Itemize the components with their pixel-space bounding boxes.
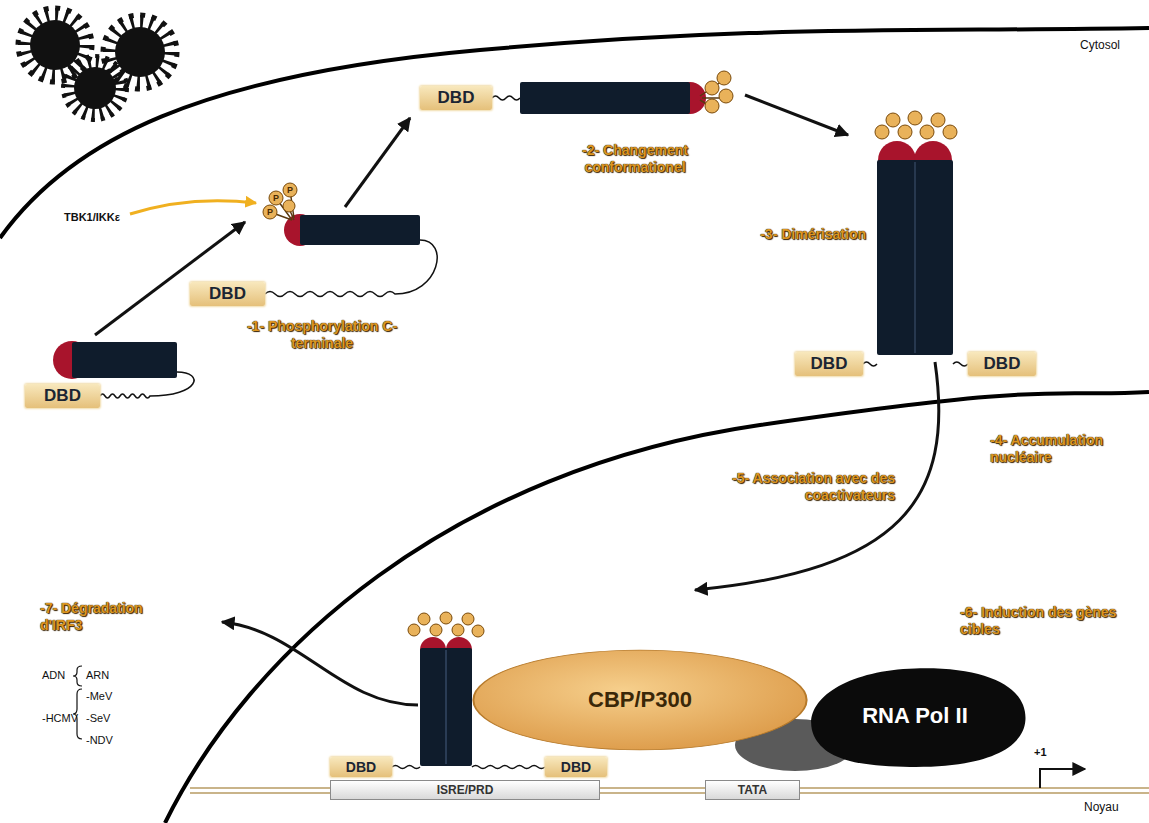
step-label: -4- Accumulation nucléaire <box>990 432 1142 466</box>
step-arrow <box>95 222 245 335</box>
dimer-interface <box>445 650 447 764</box>
irf3-body <box>520 82 690 114</box>
linker <box>863 362 877 366</box>
step-label: -1- Phosphorylation C-terminale <box>232 318 412 352</box>
node-text: DBD <box>561 759 591 775</box>
virus <box>18 8 92 82</box>
phosphate-mark: P <box>263 205 277 219</box>
virus-spike-tips <box>63 56 127 120</box>
transcription-start-arrow <box>1040 769 1085 788</box>
phosphate <box>920 125 934 139</box>
step-arrow <box>745 95 848 135</box>
step-label: -6- Induction des gènes cibles <box>960 604 1120 638</box>
dbd-domain: DBD <box>190 282 265 306</box>
phosphate <box>462 613 474 625</box>
node-text: DBD <box>209 284 246 304</box>
virus-spikes <box>69 62 121 114</box>
phosphate <box>886 113 900 127</box>
node-text: DBD <box>346 759 376 775</box>
transcription-start: +1 <box>1034 746 1047 758</box>
phosphate <box>705 81 719 95</box>
phosphate <box>408 624 420 636</box>
phosphate <box>717 71 731 85</box>
dbd-domain: DBD <box>330 757 392 777</box>
phosphate <box>430 624 442 636</box>
dimer-interface <box>914 162 916 353</box>
virus-body <box>30 20 80 70</box>
phosphate <box>452 624 464 636</box>
coactivator-ellipse: CBP/P300 <box>470 648 810 752</box>
dbd-domain: DBD <box>25 384 100 408</box>
node-text: RNA Pol II <box>862 703 968 729</box>
phosphate <box>263 205 277 219</box>
virus-body <box>74 67 116 109</box>
virus-name: -NDV <box>86 734 113 747</box>
blob-fill <box>811 668 1025 767</box>
virus-spikes <box>25 15 85 75</box>
promoter-element: ISRE/PRD <box>330 780 600 800</box>
step-label: -2- Changement conformationel <box>565 142 705 176</box>
virus-name: ARN <box>86 669 109 682</box>
ellipse-fill <box>473 650 806 750</box>
virus-class: ADN <box>42 669 65 682</box>
phosphate <box>705 99 719 113</box>
phosphate <box>875 125 889 139</box>
cell-membrane <box>0 28 1149 238</box>
phosphate <box>943 125 957 139</box>
node-text: ISRE/PRD <box>437 783 494 797</box>
node-text: DBD <box>811 354 848 374</box>
linker <box>953 362 968 366</box>
node-text: DBD <box>438 88 475 108</box>
compartment-label: Cytosol <box>1080 38 1120 52</box>
dbd-domain: DBD <box>968 352 1036 376</box>
dbd-domain: DBD <box>795 352 863 376</box>
import-arrow <box>695 362 939 590</box>
dbd-domain: DBD <box>420 86 492 110</box>
linker <box>265 240 437 297</box>
virus-spike-tips <box>18 8 92 82</box>
step-arrow <box>345 118 410 207</box>
phosphate-mark: P <box>269 191 283 205</box>
linker <box>392 766 420 769</box>
kinase-label: TBK1/IKKε <box>64 211 120 223</box>
phosphate <box>719 89 733 103</box>
nuclear-membrane <box>165 392 1149 823</box>
irf3-dimer-body <box>877 160 953 355</box>
virus-class: -HCMV <box>42 712 78 725</box>
node-text: DBD <box>44 386 81 406</box>
phosphate <box>472 625 484 637</box>
linker <box>492 96 520 100</box>
virus <box>63 56 127 120</box>
irf3-dimer-body <box>420 648 472 766</box>
phosphate <box>931 113 945 127</box>
dbd-domain: DBD <box>545 757 607 777</box>
kinase-arrow <box>130 201 256 214</box>
phosphate <box>418 613 430 625</box>
step-label: -5- Association avec des coactivateurs <box>712 470 895 504</box>
node-text: DBD <box>984 354 1021 374</box>
phosphate <box>269 191 283 205</box>
irf3-body <box>72 342 177 378</box>
polymerase-blob: RNA Pol II <box>800 662 1030 770</box>
compartment-label: Noyau <box>1084 800 1119 814</box>
brace <box>73 666 82 686</box>
phosphate <box>440 612 452 624</box>
phosphate <box>283 200 295 212</box>
phosphate <box>283 183 297 197</box>
linker <box>100 372 194 398</box>
degradation-arrow <box>222 622 418 705</box>
virus-name: -SeV <box>86 712 110 725</box>
step-label: -3- Dimérisation <box>760 226 866 243</box>
linker <box>472 766 545 769</box>
step-label: -7- Dégradation d'IRF3 <box>40 600 185 634</box>
promoter-element: TATA <box>705 780 800 800</box>
phosphate <box>898 125 912 139</box>
phosphate <box>908 111 922 125</box>
irf3-body <box>300 215 420 245</box>
node-text: TATA <box>738 783 767 797</box>
node-text: CBP/P300 <box>588 687 692 713</box>
virus-name: -MeV <box>86 690 112 703</box>
phosphate-mark: P <box>283 183 297 197</box>
